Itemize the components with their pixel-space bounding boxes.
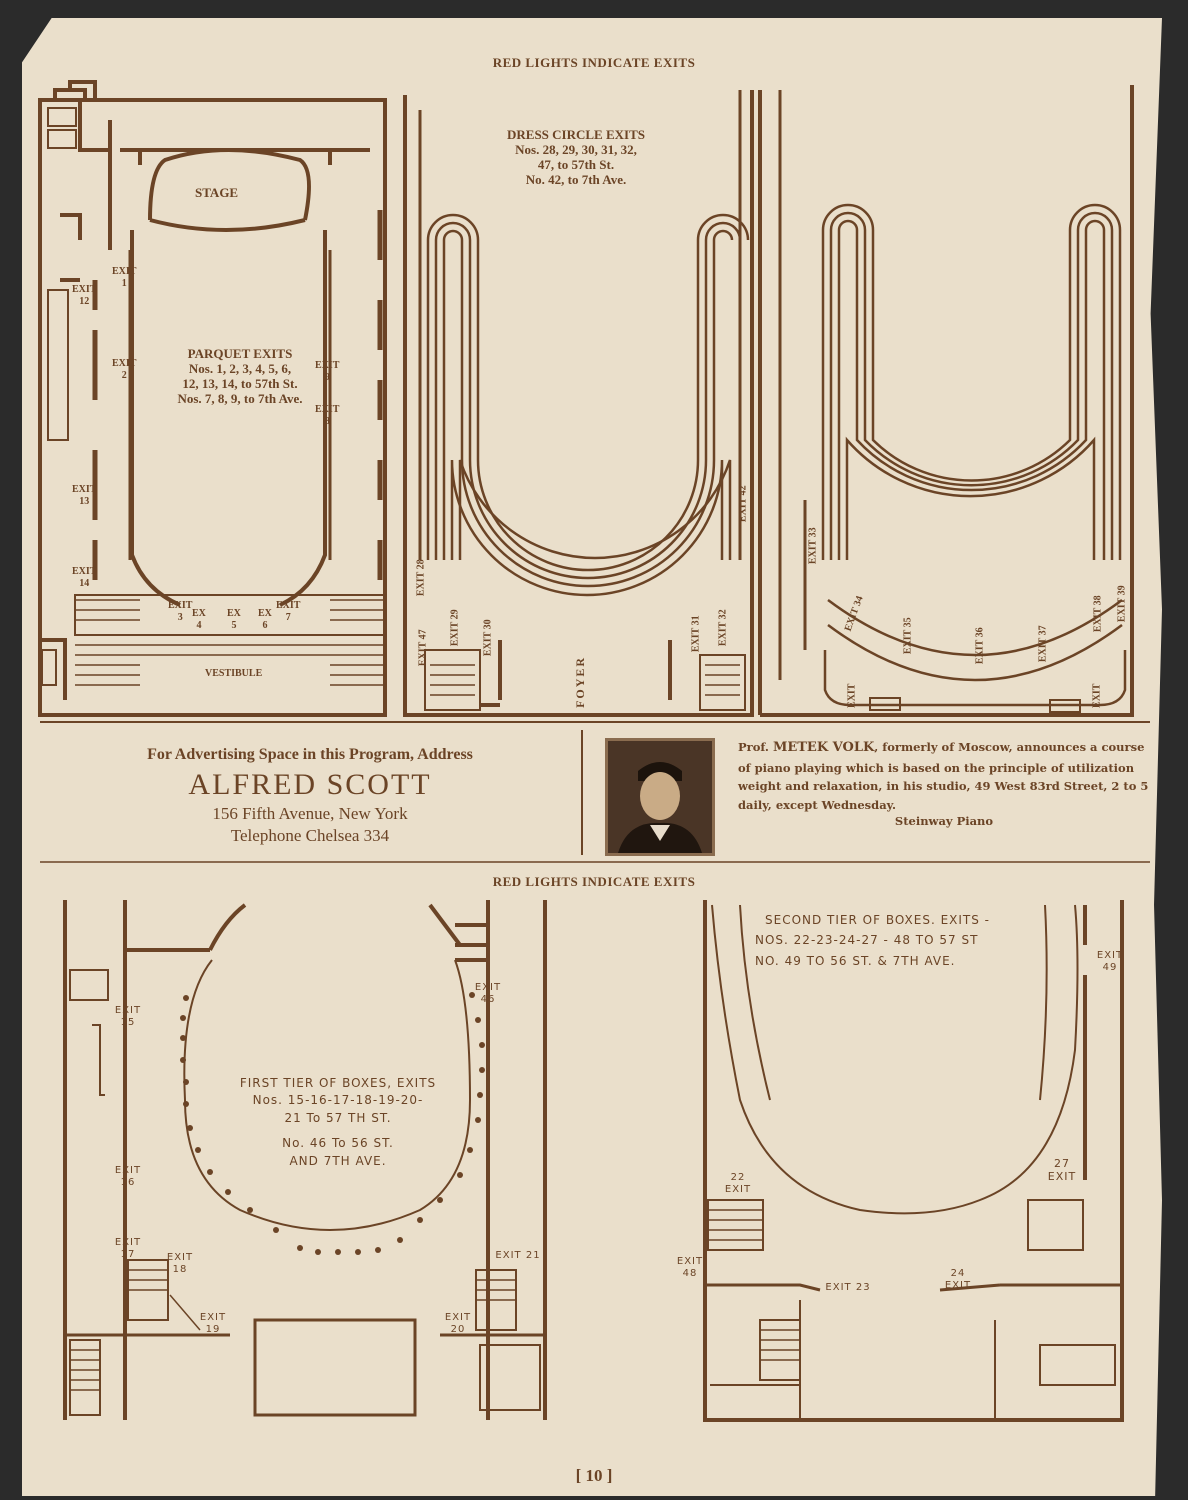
dress-circle-title: DRESS CIRCLE EXITS bbox=[507, 127, 645, 142]
second-tier-note: SECOND TIER OF BOXES. EXITS - NOS. 22-23… bbox=[755, 910, 1045, 971]
second-tier-line2: NOS. 22-23-24-27 - 48 TO 57 ST bbox=[755, 933, 979, 948]
foyer-label: FOYER bbox=[573, 655, 588, 708]
first-tier-exit-16: EXIT 16 bbox=[114, 1165, 142, 1188]
first-tier-line5: AND 7TH AVE. bbox=[289, 1153, 387, 1168]
parquet-exits-line2: 12, 13, 14, to 57th St. bbox=[182, 375, 298, 391]
balcony-exit-33: EXIT 33 bbox=[807, 527, 819, 565]
second-tier-exit-48: EXIT 48 bbox=[676, 1256, 704, 1279]
first-tier-exit-17: EXIT 17 bbox=[114, 1237, 142, 1260]
portrait-photo bbox=[605, 738, 715, 856]
balcony-exit-38: EXIT 38 bbox=[1092, 595, 1104, 633]
volk-text: , formerly of Moscow, announces a course… bbox=[738, 740, 1149, 812]
balcony-exit-37: EXIT 37 bbox=[1037, 625, 1049, 663]
dress-exit-31: EXIT 31 bbox=[690, 615, 702, 653]
second-tier-exit-23: EXIT 23 bbox=[825, 1282, 871, 1293]
first-tier-line3: 21 To 57 TH ST. bbox=[284, 1110, 392, 1125]
dress-exit-32: EXIT 32 bbox=[717, 609, 729, 647]
dress-exit-28: EXIT 28 bbox=[415, 559, 427, 597]
balcony-exit-35: EXIT 35 bbox=[902, 617, 914, 655]
volk-name: METEK VOLK bbox=[772, 740, 875, 755]
advertising-ad: For Advertising Space in this Program, A… bbox=[40, 740, 580, 846]
dress-exit-30: EXIT 30 bbox=[482, 619, 494, 657]
ad-scott-line1: For Advertising Space in this Program, A… bbox=[147, 746, 473, 763]
first-tier-line4: No. 46 To 56 ST. bbox=[282, 1136, 394, 1151]
first-tier-line2: Nos. 15-16-17-18-19-20- bbox=[252, 1093, 424, 1108]
second-tier-exit-24: 24 EXIT bbox=[944, 1268, 972, 1291]
dress-exit-42: EXIT 42 bbox=[737, 485, 749, 523]
dress-circle-note: DRESS CIRCLE EXITS Nos. 28, 29, 30, 31, … bbox=[486, 127, 666, 188]
vestibule-label: VESTIBULE bbox=[205, 668, 263, 679]
second-tier-exit-22: 22 EXIT bbox=[724, 1172, 752, 1195]
first-tier-exit-20: EXIT 20 bbox=[444, 1312, 472, 1335]
dress-circle-line1: Nos. 28, 29, 30, 31, 32, bbox=[515, 141, 637, 157]
first-tier-line1: FIRST TIER OF BOXES, EXITS bbox=[239, 1076, 437, 1090]
first-tier-exit-21: EXIT 21 bbox=[495, 1250, 541, 1261]
first-tier-note: FIRST TIER OF BOXES, EXITS Nos. 15-16-17… bbox=[228, 1075, 448, 1170]
page-number: [ 10 ] bbox=[575, 1466, 613, 1485]
parquet-exits-note: PARQUET EXITS Nos. 1, 2, 3, 4, 5, 6, 12,… bbox=[140, 346, 340, 407]
volk-ad: Prof. METEK VOLK, formerly of Moscow, an… bbox=[738, 738, 1150, 830]
program-page bbox=[22, 18, 1162, 1496]
parquet-plan-outline bbox=[38, 98, 387, 717]
portrait-image bbox=[608, 741, 712, 853]
first-tier-exit-46: EXIT 46 bbox=[474, 982, 502, 1005]
ad-scott-phone: Telephone Chelsea 334 bbox=[230, 826, 390, 845]
second-tier-line1: SECOND TIER OF BOXES. EXITS - bbox=[765, 913, 991, 927]
dress-circle-line3: No. 42, to 7th Ave. bbox=[525, 171, 627, 187]
volk-sponsor: Steinway Piano bbox=[894, 813, 994, 828]
stage-label: STAGE bbox=[195, 185, 239, 200]
parquet-exits-title: PARQUET EXITS bbox=[187, 346, 293, 361]
parquet-exits-line1: Nos. 1, 2, 3, 4, 5, 6, bbox=[188, 360, 292, 376]
second-tier-line3: NO. 49 TO 56 ST. & 7TH AVE. bbox=[755, 953, 956, 968]
balcony-exit-39: EXIT 39 bbox=[1116, 585, 1128, 623]
ad-scott-address: 156 Fifth Avenue, New York bbox=[212, 804, 408, 823]
first-tier-exit-19: EXIT 19 bbox=[199, 1312, 227, 1335]
second-tier-exit-27: 27 EXIT bbox=[1047, 1157, 1077, 1183]
balcony-exit-left: EXIT bbox=[846, 683, 858, 708]
volk-prefix: Prof. bbox=[738, 740, 769, 754]
balcony-exit-right: EXIT bbox=[1091, 683, 1103, 708]
top-header: RED LIGHTS INDICATE EXITS bbox=[492, 55, 696, 70]
ad-scott-name: ALFRED SCOTT bbox=[188, 768, 432, 801]
dress-exit-47: EXIT 47 bbox=[417, 629, 429, 667]
first-tier-exit-18: EXIT 18 bbox=[166, 1252, 194, 1275]
second-tier-exit-49: EXIT 49 bbox=[1096, 950, 1124, 973]
dress-circle-line2: 47, to 57th St. bbox=[537, 156, 615, 172]
dress-exit-29: EXIT 29 bbox=[449, 609, 461, 647]
balcony-exit-36: EXIT 36 bbox=[974, 627, 986, 665]
parquet-exits-line3: Nos. 7, 8, 9, to 7th Ave. bbox=[177, 390, 303, 406]
middle-header: RED LIGHTS INDICATE EXITS bbox=[492, 874, 696, 889]
first-tier-exit-15: EXIT 15 bbox=[114, 1005, 142, 1028]
